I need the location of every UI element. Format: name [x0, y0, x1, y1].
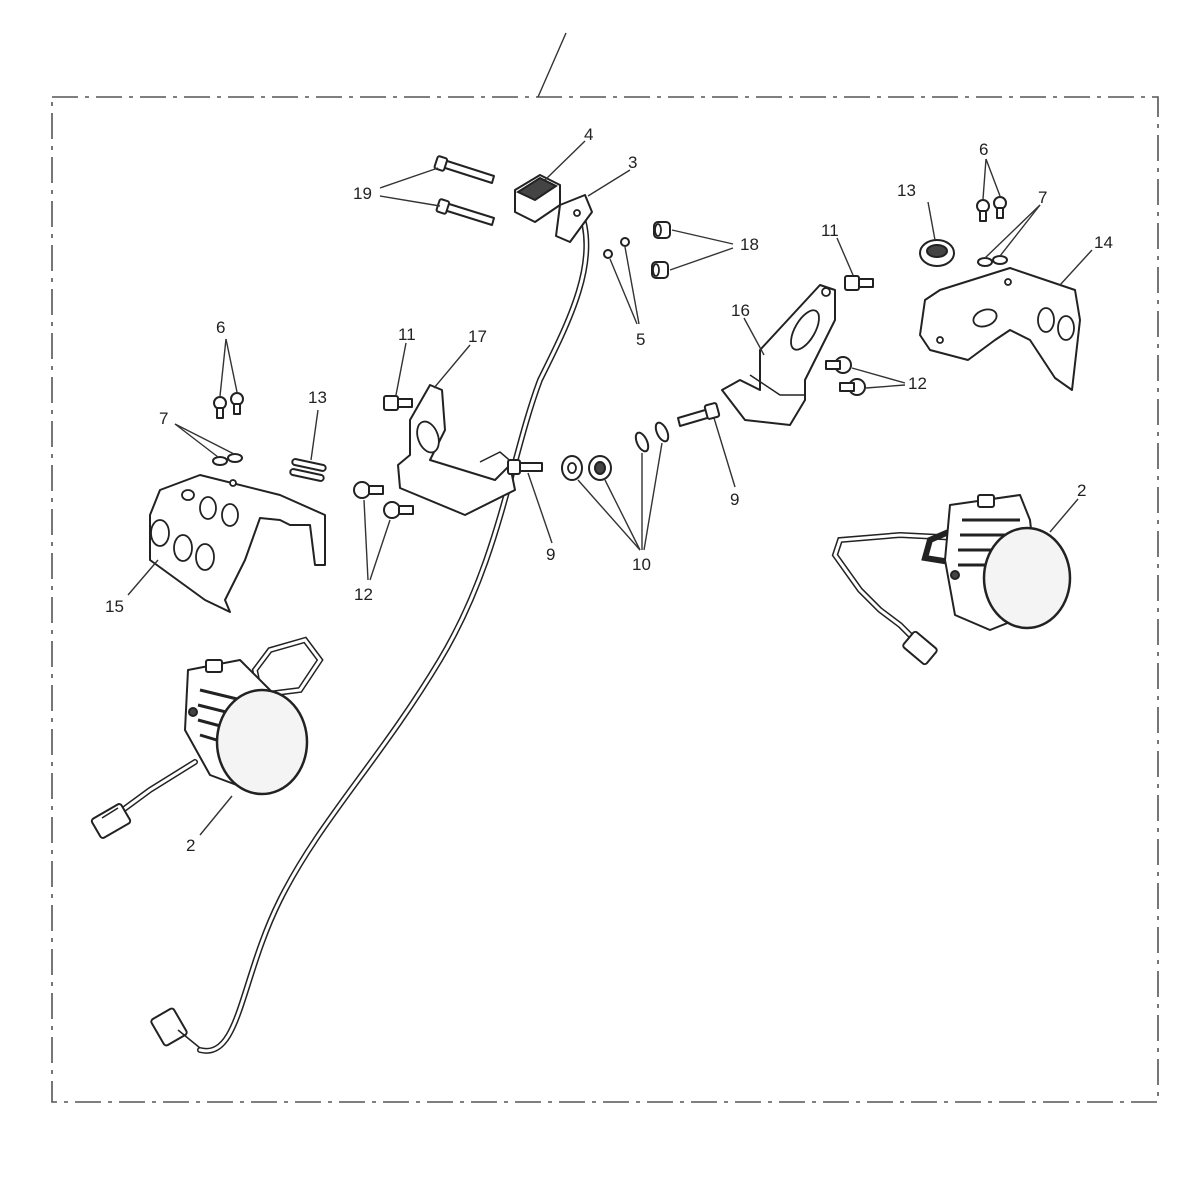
bolt-part-9-right — [677, 402, 721, 427]
left-lamp-guard-part-15 — [149, 474, 326, 613]
screws-part-6-right — [976, 196, 1007, 222]
label-19: 19 — [353, 184, 372, 203]
wiring-harness — [150, 207, 590, 1054]
switch-part-4 — [514, 174, 561, 223]
label-5: 5 — [636, 330, 645, 349]
label-6-right: 6 — [979, 140, 988, 159]
label-6-left: 6 — [216, 318, 225, 337]
label-9-left: 9 — [546, 545, 555, 564]
label-2-left: 2 — [186, 836, 195, 855]
label-4: 4 — [584, 125, 593, 144]
right-mount-bracket-part-16 — [721, 284, 836, 426]
grommet-part-13-right — [919, 239, 955, 267]
label-13-left: 13 — [308, 388, 327, 407]
screws-part-12-right — [825, 356, 866, 396]
screws-part-6-left — [213, 392, 244, 419]
bolt-part-11-right — [844, 275, 874, 291]
washers-part-7-right — [977, 255, 1008, 267]
label-12-left: 12 — [354, 585, 373, 604]
screws-part-12-left — [353, 481, 414, 519]
label-14: 14 — [1094, 233, 1113, 252]
label-16: 16 — [731, 301, 750, 320]
kit-border — [51, 96, 1159, 1103]
switch-bracket-part-3 — [555, 194, 593, 243]
left-mount-bracket-part-17 — [397, 384, 516, 516]
label-15: 15 — [105, 597, 124, 616]
washers-part-7-left — [212, 453, 243, 466]
label-17: 17 — [468, 327, 487, 346]
label-11-left: 11 — [398, 325, 416, 344]
label-13-right: 13 — [897, 181, 916, 200]
spacers-part-18 — [651, 221, 671, 279]
label-18: 18 — [740, 235, 759, 254]
long-screws-part-19 — [433, 155, 495, 226]
label-10: 10 — [632, 555, 651, 574]
label-3: 3 — [628, 153, 637, 172]
label-2-right: 2 — [1077, 481, 1086, 500]
right-lamp-guard-part-14 — [919, 267, 1081, 391]
label-7-right: 7 — [1038, 188, 1047, 207]
washers-part-10 — [561, 421, 670, 481]
right-fog-lamp-part-2 — [831, 494, 1072, 666]
label-11-right: 11 — [821, 221, 839, 240]
bolt-part-11-left — [383, 395, 413, 411]
kit-leader-line — [537, 32, 567, 98]
bolt-part-9-left — [507, 459, 543, 475]
leader-lines — [127, 140, 1093, 836]
label-9-right: 9 — [730, 490, 739, 509]
small-screws-part-5 — [603, 237, 630, 259]
part-labels: 19 4 3 5 18 11 11 17 16 12 12 9 9 10 13 … — [105, 125, 1113, 855]
left-fog-lamp-part-2 — [90, 636, 324, 839]
label-7-left: 7 — [159, 409, 168, 428]
harness-end-connector — [150, 1007, 188, 1047]
strips-part-13-left — [289, 458, 327, 482]
label-12-right: 12 — [908, 374, 927, 393]
